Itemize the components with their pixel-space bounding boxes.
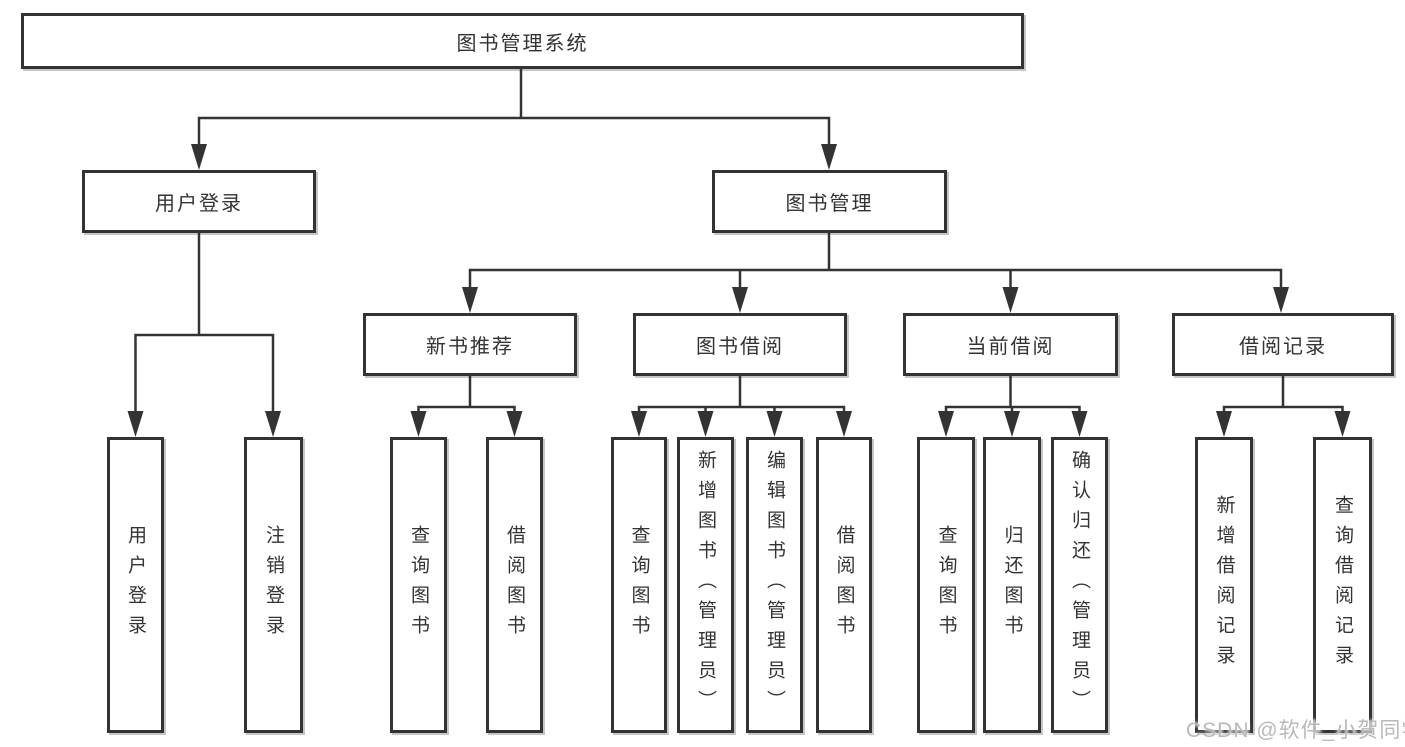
leaf-query-borrow-record: 查询借阅记录 [1313,437,1372,733]
node-borrowing-records: 借阅记录 [1172,313,1394,376]
node-new-book-recommendation-label: 新书推荐 [426,336,514,358]
leaf-add-books-admin: 新增图书（管理员） [677,437,734,733]
leaf-confirm-return-admin: 确认归还（管理员） [1051,437,1108,733]
node-user-login: 用户登录 [82,170,316,233]
node-new-book-recommendation: 新书推荐 [363,313,577,376]
connector-borrowing-records [1222,376,1344,414]
connector-root [197,69,831,146]
leaf-logout-label: 注销登录 [263,525,284,645]
leaf-user-login: 用户登录 [107,437,164,733]
leaf-edit-books-admin-label: 编辑图书（管理员） [764,450,785,720]
leaf-add-books-admin-label: 新增图书（管理员） [695,450,716,720]
node-library-management-system-label: 图书管理系统 [456,32,589,55]
leaf-query-books-recommend: 查询图书 [390,437,447,733]
node-current-borrowing: 当前借阅 [903,313,1118,376]
connector-new-book-recommendation [417,376,516,414]
node-borrowing-records-label: 借阅记录 [1239,336,1327,358]
leaf-edit-books-admin: 编辑图书（管理员） [746,437,803,733]
node-book-management: 图书管理 [712,170,947,233]
leaf-borrow-books-recommend-label: 借阅图书 [504,525,525,645]
leaf-query-books-borrow-label: 查询图书 [628,525,650,645]
arrowheads [127,144,1351,437]
node-book-borrowing: 图书借阅 [633,313,847,376]
leaf-borrow-books: 借阅图书 [816,437,872,733]
leaf-return-books-label: 归还图书 [1001,525,1023,645]
node-current-borrowing-label: 当前借阅 [966,336,1055,358]
connector-book-management [468,233,1283,289]
node-book-borrowing-label: 图书借阅 [696,336,784,358]
connector-book-borrowing [637,376,846,414]
leaf-borrow-books-recommend: 借阅图书 [486,437,543,733]
leaf-add-borrow-record: 新增借阅记录 [1195,437,1253,733]
node-book-management-label: 图书管理 [785,193,874,215]
leaf-query-books-current: 查询图书 [917,437,975,733]
leaf-query-borrow-record-label: 查询借阅记录 [1332,495,1353,675]
leaf-user-login-label: 用户登录 [125,525,146,645]
leaf-borrow-books-label: 借阅图书 [833,525,855,645]
csdn-watermark: CSDN @软件_小贺同学 [1186,719,1405,742]
leaf-query-books-current-label: 查询图书 [935,525,957,645]
node-library-management-system: 图书管理系统 [21,13,1024,69]
connector-current-borrowing [944,376,1081,414]
leaf-query-books-recommend-label: 查询图书 [408,525,429,645]
connector-user-login [134,233,275,413]
node-user-login-label: 用户登录 [155,193,243,215]
leaf-add-borrow-record-label: 新增借阅记录 [1213,495,1235,675]
leaf-logout: 注销登录 [244,437,303,733]
leaf-return-books: 归还图书 [983,437,1041,733]
leaf-confirm-return-admin-label: 确认归还（管理员） [1069,450,1090,720]
leaf-query-books-borrow: 查询图书 [611,437,667,733]
